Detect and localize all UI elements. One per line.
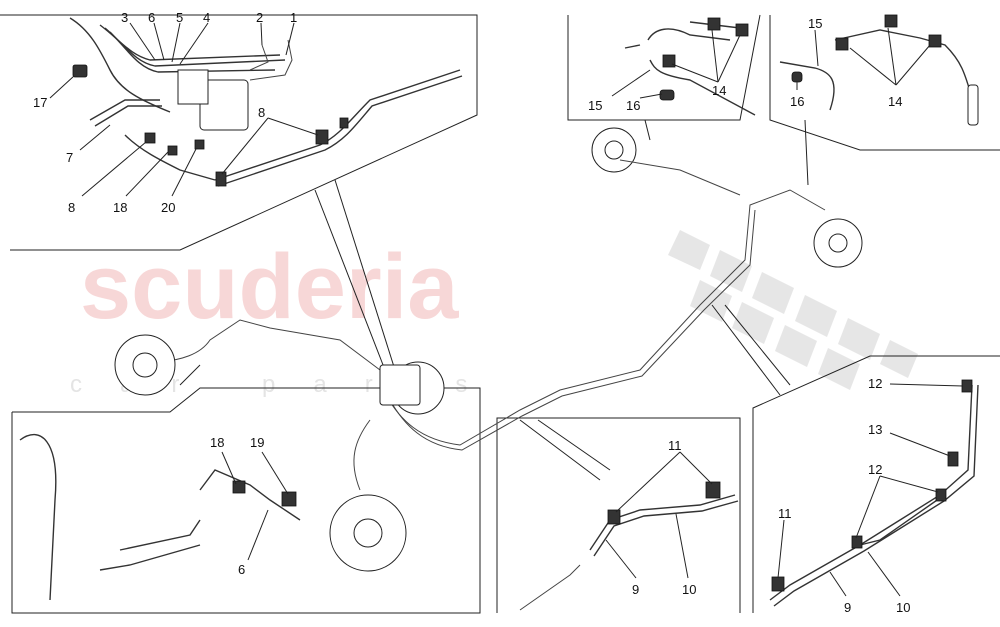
clip-14e [928,34,942,48]
underbody-line-detail-right: 12 13 12 11 9 10 [769,376,979,615]
union-fitting [339,117,349,129]
callout-16: 16 [626,98,640,113]
callout-10-right: 10 [896,600,910,615]
frame-bottom-middle [496,417,741,613]
watermark-brand: scuderia [80,236,459,338]
callout-4: 4 [203,10,210,25]
frame-top-left [0,14,478,251]
callout-11-right: 11 [778,506,792,521]
callout-19: 19 [250,435,264,450]
clip-12a [851,535,863,549]
rear-right-hose-detail: 15 14 16 [779,14,979,268]
callout-11: 11 [668,438,682,453]
callout-10: 10 [682,582,696,597]
fitting-8 [144,132,156,144]
clip-11b [705,481,721,499]
grommet-16b [791,71,803,83]
clip-12c [961,379,973,393]
clip-11a [607,509,621,525]
abs-modulator [199,79,249,131]
panel-frames [0,14,1000,614]
callout-18: 18 [113,200,127,215]
callout-6-bl: 6 [238,562,245,577]
callout-5: 5 [176,10,183,25]
clip-19 [281,491,297,507]
clip-20 [194,139,205,150]
callout-15: 15 [588,98,602,113]
callout-16-right: 16 [790,94,804,109]
callout-7: 7 [66,150,73,165]
checkered-flag-watermark [668,230,918,390]
front-left-hub [132,352,158,378]
frame-top-middle [567,14,761,121]
front-right-hub [353,518,383,548]
callout-12-lower: 12 [868,462,882,477]
main-brake-line-route [114,159,826,572]
frame-top-right [769,15,1000,151]
callout-8-lower: 8 [68,200,75,215]
grommet-16 [659,89,675,101]
bracket-8b [315,129,329,145]
connector-lines [179,119,809,481]
disc-hub [604,140,624,160]
frame-bottom-right [752,355,1000,613]
clip-13 [947,451,959,467]
clip-14a [707,17,721,31]
clip-11c [771,576,785,592]
callout-15-right: 15 [808,16,822,31]
callout-3: 3 [121,10,128,25]
callout-17: 17 [33,95,47,110]
abs-unit-detail: 1 2 3 4 5 6 7 8 8 17 18 20 [33,10,463,215]
frame-bottom-left [11,387,481,614]
watermark: scuderia car parts [70,230,918,398]
clip-12b [935,488,947,502]
abs-block [177,69,209,105]
clip-18-bl [232,480,246,494]
callout-14: 14 [712,83,726,98]
callout-1: 1 [290,10,297,25]
clip-14f [835,37,849,51]
flex-hose [967,84,979,126]
bracket-8 [215,171,227,187]
callout-18-bl: 18 [210,435,224,450]
callout-9: 9 [632,582,639,597]
underbody-line-detail-middle: 11 9 10 [519,438,739,611]
clip-14c [662,54,676,68]
callout-14-right: 14 [888,94,902,109]
callout-13: 13 [868,422,882,437]
clip-14b [735,23,749,37]
callout-12: 12 [868,376,882,391]
callout-9-right: 9 [844,600,851,615]
callout-2: 2 [256,10,263,25]
clip-18 [167,145,178,156]
callout-6: 6 [148,10,155,25]
callout-20: 20 [161,200,175,215]
callout-8: 8 [258,105,265,120]
rear-left-hose-detail: 14 15 16 [588,17,756,173]
clip-14d [884,14,898,28]
master-cylinder [379,364,421,406]
clip-17 [72,64,88,78]
disc-hub-right [828,233,848,253]
front-left-hose-detail: 18 19 6 [19,434,301,601]
